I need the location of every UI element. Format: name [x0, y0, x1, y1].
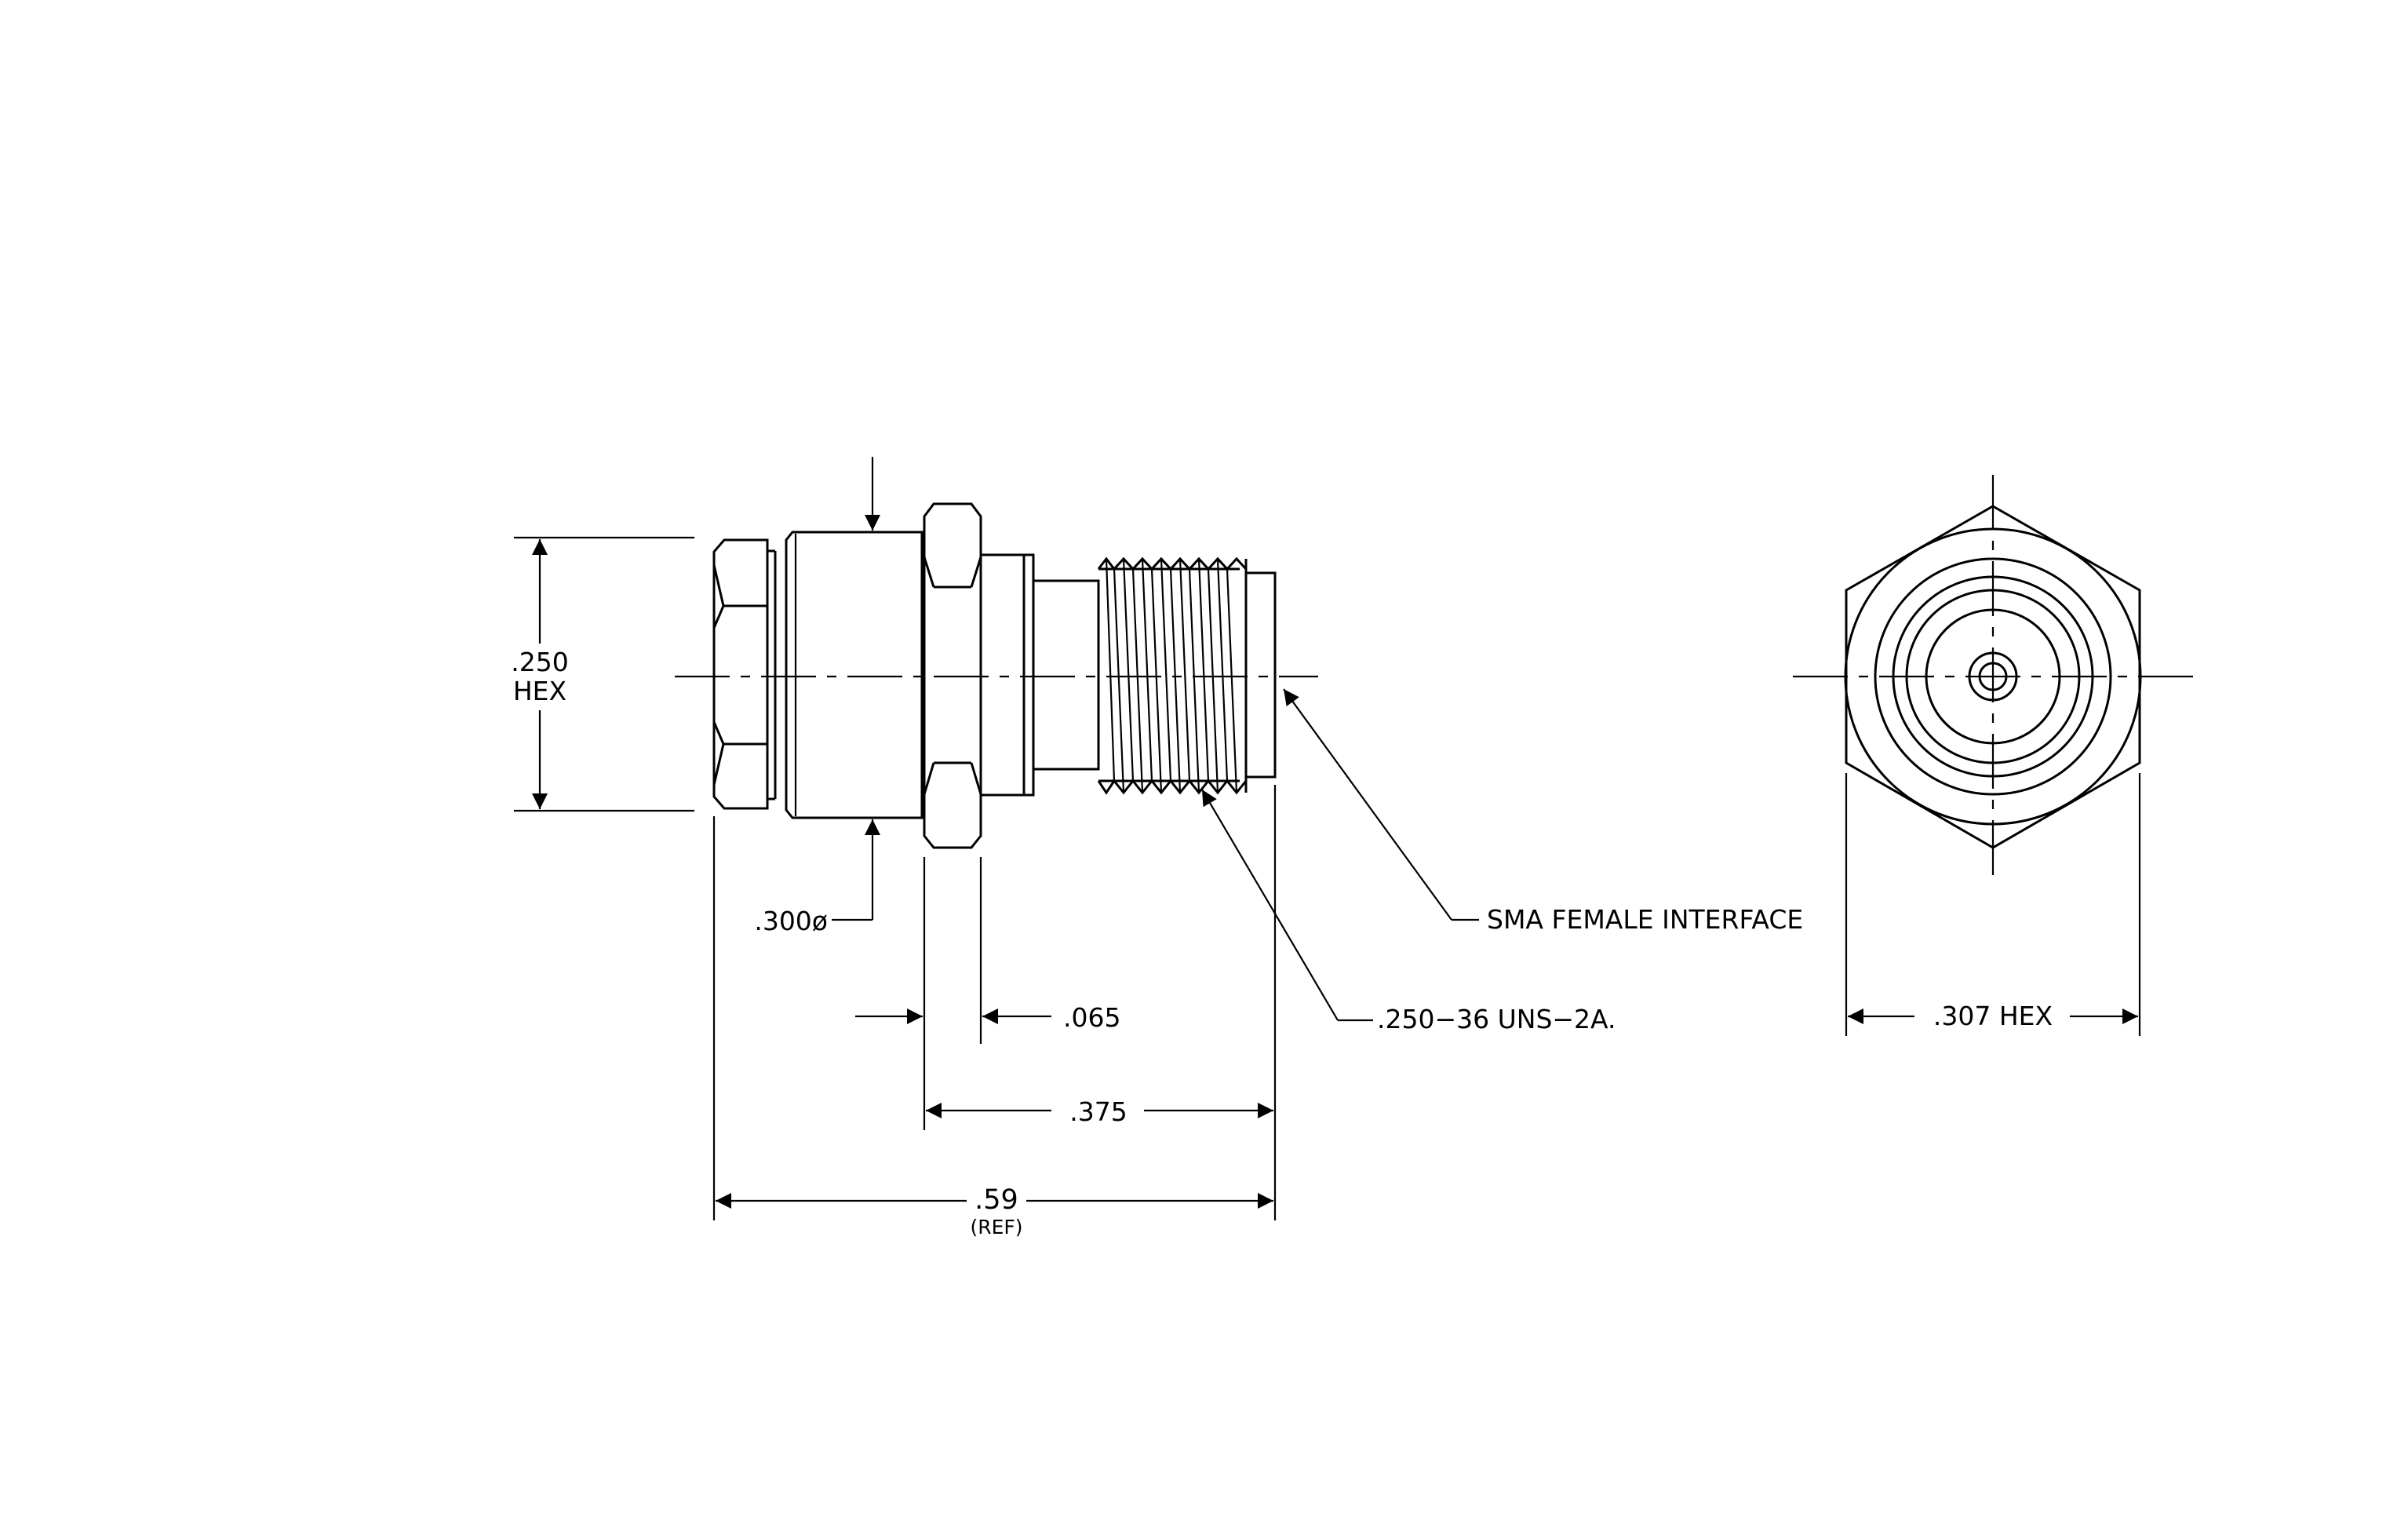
- side-dimensions: .250 HEX .300ø .065 .375 .59 (REF) .250−…: [511, 457, 1803, 1238]
- end-dimensions: .307 HEX: [1845, 773, 2141, 1036]
- dim-overall-ref: (REF): [970, 1216, 1022, 1238]
- threaded-section: [1097, 556, 1248, 795]
- end-hex-outline: [1845, 505, 2141, 849]
- center-pin-outer: [1968, 651, 2018, 702]
- dim-overall-length: .59: [974, 1184, 1018, 1216]
- callout-thread: .250−36 UNS−2A.: [1377, 1004, 1616, 1034]
- callout-interface: SMA FEMALE INTERFACE: [1487, 904, 1803, 935]
- dim-thread-length: .375: [1069, 1096, 1127, 1127]
- middle-hex-nut: [923, 502, 982, 849]
- dim-hex-width: .065: [1063, 1002, 1120, 1033]
- body-cylinder: [785, 531, 923, 819]
- side-view: [675, 502, 1318, 849]
- end-outer-circle: [1844, 527, 2142, 826]
- center-pin-inner: [1978, 662, 2008, 691]
- left-hex-nut: [712, 538, 777, 810]
- dim-hex-side-value: .250: [511, 647, 568, 677]
- front-face: [1246, 571, 1277, 779]
- dim-hex-side-unit: HEX: [513, 676, 566, 706]
- neck: [1033, 579, 1100, 771]
- end-view: [1793, 475, 2197, 879]
- dim-end-hex: .307 HEX: [1933, 1001, 2053, 1031]
- dim-body-diameter: .300ø: [754, 906, 828, 936]
- collar: [981, 553, 1035, 797]
